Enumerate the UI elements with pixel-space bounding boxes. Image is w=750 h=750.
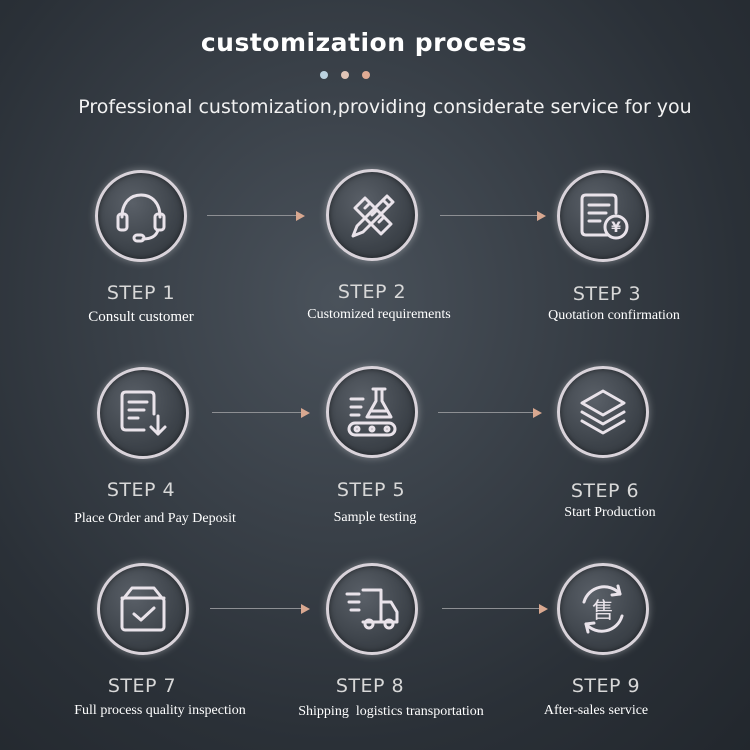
sales-glyph: 售 <box>592 599 614 624</box>
arrow-1-2 <box>207 211 307 221</box>
step-4-circle <box>97 367 189 459</box>
step-7-number: STEP 7 <box>107 675 177 697</box>
dot-2 <box>341 71 349 79</box>
step-6-label: Start Production <box>564 505 656 520</box>
page-subtitle: Professional customization,providing con… <box>78 96 692 118</box>
step-2-number: STEP 2 <box>337 281 407 303</box>
title-dots <box>318 71 378 81</box>
arrow-5-6 <box>438 408 544 418</box>
step-7-label: Full process quality inspection <box>74 703 246 718</box>
flask-conveyor-icon <box>347 387 397 437</box>
after-sales-icon: 售 <box>582 584 624 634</box>
step-1-circle <box>95 170 187 262</box>
step-8-label: Shipping logistics transportation <box>298 704 484 719</box>
step-2-circle <box>326 169 418 261</box>
step-2-label: Customized requirements <box>307 307 451 322</box>
arrow-8-9 <box>442 604 550 614</box>
step-9-number: STEP 9 <box>571 675 641 697</box>
step-5-number: STEP 5 <box>336 479 406 501</box>
step-1-number: STEP 1 <box>106 282 176 304</box>
layers-icon <box>580 389 626 435</box>
step-1-label: Consult customer <box>88 309 194 325</box>
step-5-label: Sample testing <box>333 510 417 525</box>
step-9-circle: 售 <box>557 563 649 655</box>
arrow-2-3 <box>440 211 548 221</box>
arrow-7-8 <box>210 604 312 614</box>
headset-icon <box>116 193 166 243</box>
step-9-label: After-sales service <box>543 703 649 718</box>
currency-glyph: ¥ <box>611 220 621 236</box>
step-5-circle <box>326 366 418 458</box>
pencil-ruler-icon <box>351 194 395 238</box>
quotation-document-icon: ¥ <box>580 193 629 240</box>
step-6-number: STEP 6 <box>570 480 640 502</box>
step-3-circle: ¥ <box>557 170 649 262</box>
step-4-number: STEP 4 <box>106 479 176 501</box>
dot-1 <box>320 71 328 79</box>
step-8-number: STEP 8 <box>335 675 405 697</box>
page-title: customization process <box>200 28 528 57</box>
arrow-4-5 <box>212 408 312 418</box>
step-7-circle <box>97 563 189 655</box>
inspection-box-icon <box>120 586 166 632</box>
step-4-label: Place Order and Pay Deposit <box>74 511 236 526</box>
step-3-label: Quotation confirmation <box>548 308 680 323</box>
step-3-number: STEP 3 <box>572 283 642 305</box>
step-8-circle <box>326 563 418 655</box>
step-6-circle <box>557 366 649 458</box>
order-download-icon <box>120 390 167 436</box>
dot-3 <box>362 71 370 79</box>
delivery-truck-icon <box>345 588 399 630</box>
